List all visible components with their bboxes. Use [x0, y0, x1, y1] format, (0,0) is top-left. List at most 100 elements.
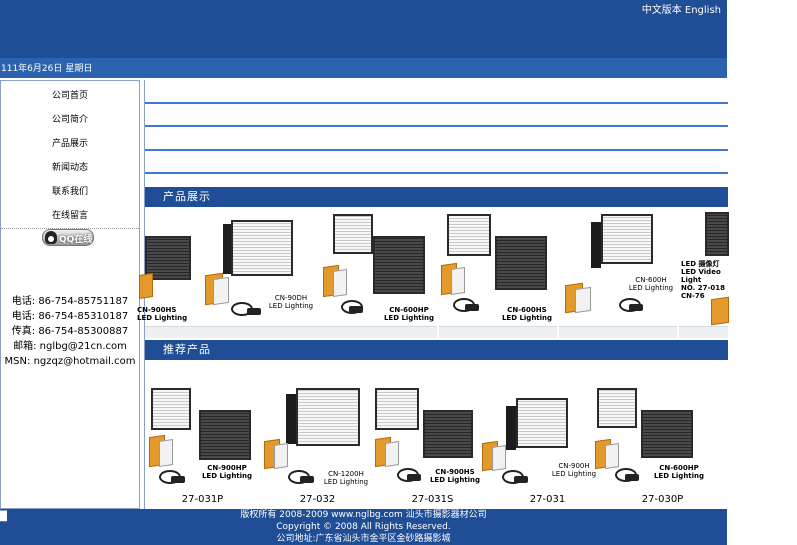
adapter-image	[247, 308, 261, 315]
adapter-image	[625, 474, 639, 481]
filter-image	[139, 273, 153, 299]
footer-address: 公司地址:广东省汕头市金平区金砂路摄影城	[276, 534, 451, 544]
section-header-recommend: 推荐产品	[145, 340, 728, 360]
contact-fax: 传真: 86-754-85300887	[1, 324, 139, 339]
sidebar: 公司首页 公司简介 产品展示 新闻动态 联系我们 在线留言 QQ在线 电话: 8…	[0, 80, 140, 509]
current-weekday: 星期日	[65, 64, 93, 74]
gallery-caption-strip	[439, 326, 557, 338]
lang-chinese-link[interactable]: 中文版本	[641, 5, 682, 16]
adapter-image	[349, 306, 363, 313]
barn-door	[223, 224, 231, 274]
led-panel-image	[145, 236, 191, 280]
filter-image	[385, 441, 399, 467]
contact-value: 86-754-85300887	[38, 326, 129, 337]
led-panel-image	[597, 388, 637, 428]
led-panel-image	[423, 410, 473, 458]
barn-door	[506, 406, 516, 450]
adapter-image	[629, 304, 643, 311]
filter-image	[333, 269, 347, 297]
site-footer: █ 版权所有 2008-2009 www.nglbg.com 汕头市摄影器材公司…	[0, 509, 727, 545]
filter-image	[159, 439, 173, 467]
nav-item-home[interactable]: 公司首页	[51, 91, 88, 101]
nav-item-news[interactable]: 新闻动态	[51, 163, 88, 173]
divider-line	[145, 102, 728, 104]
gallery-caption-strip	[319, 326, 437, 338]
adapter-image	[407, 474, 421, 481]
contact-msn: MSN: ngzqz@hotmail.com	[1, 354, 139, 369]
section-header-products: 产品展示	[145, 187, 728, 207]
contact-value: 86-754-85310187	[38, 311, 129, 322]
product-model-label[interactable]: 27-031S	[411, 494, 454, 505]
nav-item-products[interactable]: 产品展示	[51, 139, 88, 149]
contact-value[interactable]: nglbg@21cn.com	[39, 341, 127, 352]
contact-label: 传真:	[11, 326, 36, 337]
current-date: 111年6月26日	[1, 64, 63, 74]
product-model-label[interactable]: 27-032	[299, 494, 336, 505]
led-panel-image	[231, 220, 293, 276]
contact-value: 86-754-85751187	[38, 296, 129, 307]
qq-online-label: QQ在线	[59, 235, 93, 245]
qq-online-button[interactable]: QQ在线	[42, 229, 94, 246]
footer-copyright-cn: 版权所有 2008-2009 www.nglbg.com 汕头市摄影器材公司	[240, 510, 487, 520]
led-panel-image	[516, 398, 568, 448]
adapter-image	[300, 476, 314, 483]
led-panel-image	[373, 236, 425, 294]
nav-item-about[interactable]: 公司简介	[51, 115, 88, 125]
product-model-label[interactable]: 27-031P	[181, 494, 224, 505]
nav-item-contact[interactable]: 联系我们	[51, 187, 88, 197]
nav-item-guestbook[interactable]: 在线留言	[51, 211, 88, 221]
product-model-label[interactable]: 27-031	[529, 494, 566, 505]
qq-penguin-icon	[45, 231, 57, 244]
filter-image	[492, 445, 506, 471]
adapter-image	[465, 304, 479, 311]
footer-copyright-en: Copyright © 2008 All Rights Reserved.	[276, 522, 451, 532]
gallery-caption-strip	[679, 326, 728, 338]
adapter-image	[171, 476, 185, 483]
filter-image	[274, 443, 288, 469]
contact-phone-1: 电话: 86-754-85751187	[1, 294, 139, 309]
barn-door	[286, 394, 296, 444]
led-panel-image	[705, 212, 729, 256]
contact-value: ngzqz@hotmail.com	[33, 356, 136, 367]
contact-label: MSN:	[4, 356, 31, 367]
product-model-label[interactable]: 27-030P	[641, 494, 684, 505]
contact-label: 电话:	[11, 311, 36, 322]
divider-line	[145, 149, 728, 151]
contact-label: 邮箱:	[13, 341, 37, 352]
lang-english-link[interactable]: English	[684, 5, 721, 16]
contact-email: 邮箱: nglbg@21cn.com	[1, 339, 139, 354]
filter-image	[605, 443, 619, 469]
divider-line	[145, 125, 728, 127]
filter-image	[575, 286, 591, 314]
barn-door	[591, 222, 601, 268]
adapter-image	[514, 476, 528, 483]
led-panel-image	[447, 214, 491, 256]
gallery-caption-strip	[559, 326, 677, 338]
site-header: 中文版本 English	[0, 0, 727, 58]
contact-phone-2: 电话: 86-754-85310187	[1, 309, 139, 324]
footer-left-mark: █	[0, 512, 7, 522]
led-panel-image	[495, 236, 547, 290]
